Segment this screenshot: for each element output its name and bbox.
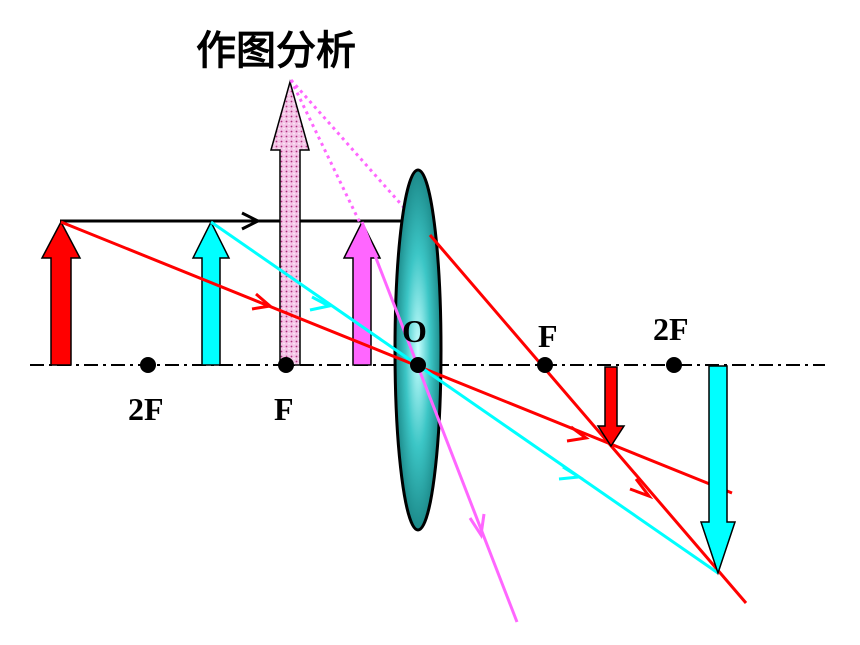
arrowhead-cyan-1 — [309, 295, 334, 312]
label-right-f: F — [538, 318, 558, 354]
label-left-2f: 2F — [128, 391, 164, 427]
object-arrow-cyan — [191, 220, 231, 366]
red-ray-through-center — [60, 220, 733, 495]
object-arrow-red — [40, 220, 82, 366]
label-right-2f: 2F — [653, 311, 689, 347]
label-center-o: O — [402, 313, 427, 349]
label-left-f: F — [274, 391, 294, 427]
arrowhead-black — [241, 211, 262, 231]
real-image-red — [596, 366, 626, 448]
cyan-ray-incident — [210, 220, 719, 575]
arrowhead-red-2 — [566, 425, 590, 443]
point-left-2f — [140, 357, 156, 373]
point-left-f — [278, 357, 294, 373]
point-right-f — [537, 357, 553, 373]
diagram-title: 作图分析 — [196, 28, 356, 74]
virtual-ray-2 — [289, 79, 363, 226]
virtual-image-arrow — [270, 79, 310, 366]
convex-lens — [393, 168, 443, 532]
point-center-o — [410, 357, 426, 373]
arrowhead-red-3 — [629, 478, 654, 500]
arrowhead-cyan-2 — [558, 465, 584, 481]
magenta-ray — [360, 221, 519, 623]
point-right-2f — [666, 357, 682, 373]
real-image-cyan — [699, 365, 737, 576]
arrowhead-red-1 — [251, 292, 274, 311]
arrowhead-magenta — [468, 513, 486, 540]
red-ray-refracted — [428, 234, 748, 604]
